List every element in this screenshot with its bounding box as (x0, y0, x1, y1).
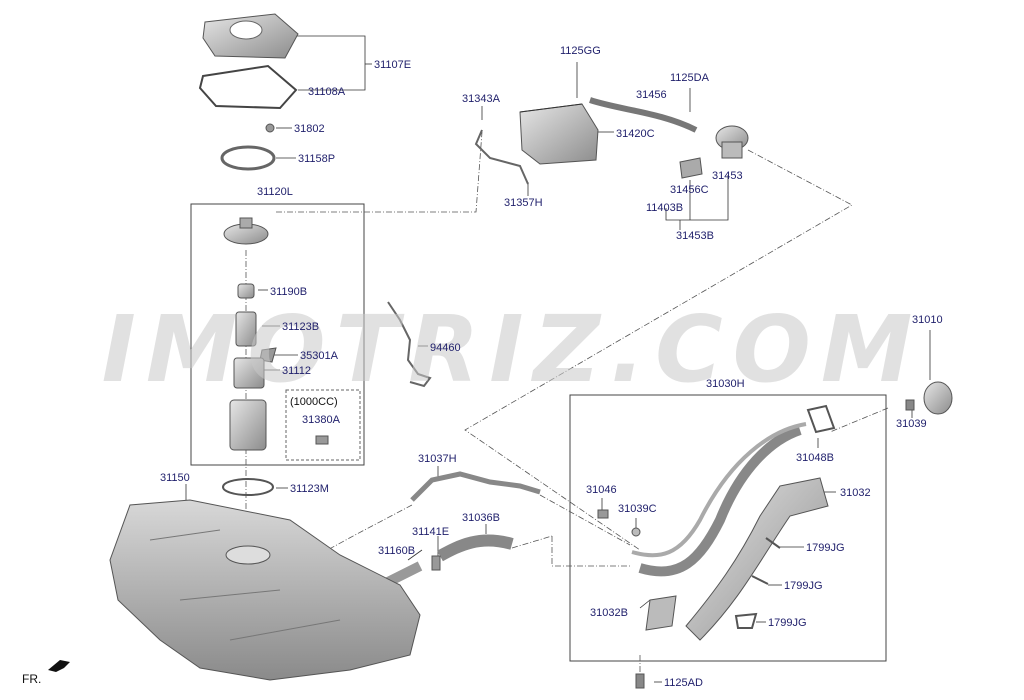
option-box-line1: (1000CC) (290, 396, 338, 408)
check-valve (631, 527, 641, 537)
vapor-tube (410, 471, 541, 502)
pump-reservoir (233, 357, 265, 389)
part-31123B: 31123B (282, 321, 320, 333)
clamp-part (597, 509, 609, 519)
canister-bracket (679, 157, 703, 179)
fuel-cap (905, 381, 953, 415)
part-11403B: 11403B (646, 202, 684, 214)
part-31048B: 31048B (796, 452, 834, 464)
filler-neck-housing (685, 477, 829, 641)
tank-gasket (222, 478, 274, 496)
part-31420C: 31420C (616, 128, 655, 140)
level-sensor (387, 301, 432, 388)
part-31036B: 31036B (462, 512, 500, 524)
part-31107E: 31107E (374, 59, 412, 71)
clip-b (751, 575, 769, 585)
part-31141E: 31141E (412, 526, 450, 538)
fuel-pump (235, 311, 257, 347)
clip-c (734, 612, 758, 629)
pump-module-box (190, 203, 365, 466)
watermark: IMOTRIZ.COM (101, 296, 923, 403)
vent-pipe (631, 422, 807, 558)
canister (519, 103, 599, 165)
part-31802: 31802 (294, 123, 325, 135)
part-31123M: 31123M (290, 483, 329, 495)
filler-gasket (806, 404, 836, 434)
option-part (315, 435, 329, 445)
filler-neck-group-label: 31030H (706, 378, 745, 390)
screw-part (265, 123, 275, 133)
clip-a (765, 537, 781, 549)
part-31456C: 31456C (670, 184, 709, 196)
part-31453: 31453 (712, 170, 743, 182)
part-31032B: 31032B (590, 607, 628, 619)
part-1125GG: 1125GG (560, 45, 601, 57)
bracket-hose (474, 129, 529, 185)
lock-ring (220, 145, 276, 171)
part-31010: 31010 (912, 314, 943, 326)
vent-hose (589, 97, 698, 133)
option-box (285, 389, 361, 461)
pump-filter (237, 283, 255, 299)
filler-pipe (638, 425, 802, 577)
part-1125AD: 1125AD (664, 677, 703, 689)
canister-filter (715, 125, 749, 159)
part-31190B: 31190B (270, 286, 308, 298)
leader-lines (185, 35, 931, 683)
part-31453B: 31453B (676, 230, 714, 242)
part-31343A: 31343A (462, 93, 500, 105)
part-1125DA: 1125DA (670, 72, 709, 84)
part-31039: 31039 (896, 418, 927, 430)
cover-gasket (198, 64, 298, 110)
orientation-label: FR. (22, 672, 42, 686)
pressure-regulator (259, 347, 277, 363)
filler-bracket (645, 595, 677, 631)
pump-strainer (229, 399, 267, 451)
filler-hose (437, 534, 514, 562)
pump-module-label: 31120L (257, 186, 293, 198)
front-arrow-icon (48, 660, 70, 672)
fuel-tank (109, 499, 421, 681)
part-35301A: 35301A (300, 350, 338, 362)
part-31037H: 31037H (418, 453, 457, 465)
pump-flange (223, 217, 269, 245)
option-box-line2: 31380A (302, 414, 340, 426)
part-31357H: 31357H (504, 197, 543, 209)
part-31158P: 31158P (298, 153, 336, 165)
part-1799JG-a: 1799JG (806, 542, 845, 554)
part-1799JG-c: 1799JG (768, 617, 807, 629)
sender-cover (202, 13, 299, 59)
part-31032: 31032 (840, 487, 871, 499)
hose-clamp (431, 555, 441, 571)
part-31108A: 31108A (308, 86, 346, 98)
part-31112: 31112 (282, 365, 311, 377)
part-31046: 31046 (586, 484, 617, 496)
part-31150: 31150 (160, 472, 190, 484)
bolt-part (635, 673, 645, 689)
part-31456: 31456 (636, 89, 667, 101)
part-1799JG-b: 1799JG (784, 580, 823, 592)
filler-neck-box (569, 394, 887, 662)
part-31039C: 31039C (618, 503, 657, 515)
part-31160B: 31160B (378, 545, 416, 557)
part-94460: 94460 (430, 342, 461, 354)
